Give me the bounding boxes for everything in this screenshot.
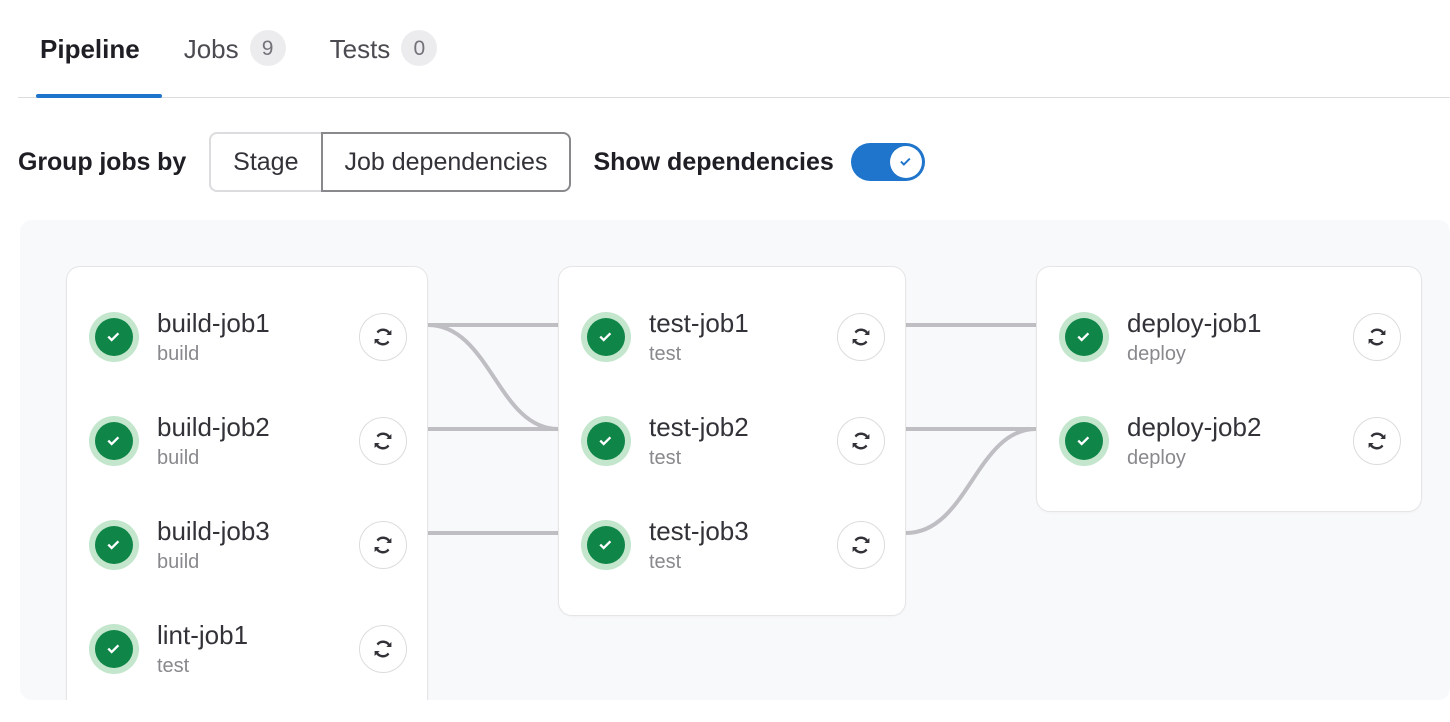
status-success-icon (1059, 416, 1109, 466)
job-row-deploy-job2[interactable]: deploy-job2 deploy (1037, 389, 1421, 493)
job-text: test-job2 test (649, 412, 837, 471)
job-group-card-build: build-job1 build build-job2 bu (66, 266, 428, 700)
tab-tests[interactable]: Tests 0 (308, 0, 460, 98)
show-dependencies-toggle[interactable] (851, 143, 925, 181)
group-jobs-by-label: Group jobs by (18, 148, 186, 177)
job-text: test-job1 test (649, 308, 837, 367)
group-by-job-dependencies-button[interactable]: Job dependencies (321, 132, 572, 192)
group-jobs-by-segmented-control: Stage Job dependencies (209, 132, 571, 192)
job-stage: test (157, 653, 359, 679)
check-icon (595, 534, 617, 556)
retry-icon-button[interactable] (1353, 417, 1401, 465)
retry-icon-button[interactable] (837, 417, 885, 465)
status-success-icon (89, 416, 139, 466)
pipeline-tab-bar: Pipeline Jobs 9 Tests 0 (0, 0, 1450, 98)
check-icon (103, 638, 125, 660)
job-row-test-job3[interactable]: test-job3 test (559, 493, 905, 597)
retry-icon-button[interactable] (837, 521, 885, 569)
retry-icon (849, 533, 873, 557)
retry-icon (371, 429, 395, 453)
job-stage: test (649, 445, 837, 471)
job-text: build-job3 build (157, 516, 359, 575)
check-icon (103, 430, 125, 452)
retry-icon (1365, 429, 1389, 453)
link-test-job3-deploy-job2 (906, 429, 1036, 533)
job-stage: build (157, 341, 359, 367)
job-row-test-job2[interactable]: test-job2 test (559, 389, 905, 493)
retry-icon (849, 325, 873, 349)
job-name: test-job2 (649, 412, 837, 443)
show-dependencies-label: Show dependencies (593, 148, 833, 177)
job-row-build-job1[interactable]: build-job1 build (67, 285, 427, 389)
job-stage: build (157, 549, 359, 575)
tab-pipeline-label: Pipeline (40, 30, 140, 68)
job-row-build-job2[interactable]: build-job2 build (67, 389, 427, 493)
retry-icon-button[interactable] (1353, 313, 1401, 361)
retry-icon-button[interactable] (359, 417, 407, 465)
job-text: lint-job1 test (157, 620, 359, 679)
job-stage: test (649, 341, 837, 367)
status-success-icon (89, 312, 139, 362)
job-name: build-job3 (157, 516, 359, 547)
retry-icon-button[interactable] (837, 313, 885, 361)
job-row-lint-job1[interactable]: lint-job1 test (67, 597, 427, 700)
job-stage: deploy (1127, 341, 1353, 367)
retry-icon-button[interactable] (359, 313, 407, 361)
check-icon (103, 534, 125, 556)
job-group-card-test: test-job1 test test-job2 test (558, 266, 906, 616)
group-by-stage-button[interactable]: Stage (209, 132, 322, 192)
job-row-test-job1[interactable]: test-job1 test (559, 285, 905, 389)
check-icon (595, 326, 617, 348)
retry-icon-button[interactable] (359, 625, 407, 673)
retry-icon (1365, 325, 1389, 349)
tab-jobs-badge: 9 (250, 30, 286, 66)
job-stage: build (157, 445, 359, 471)
tab-pipeline[interactable]: Pipeline (18, 0, 162, 98)
graph-controls: Group jobs by Stage Job dependencies Sho… (0, 98, 1450, 194)
retry-icon (849, 429, 873, 453)
job-text: deploy-job2 deploy (1127, 412, 1353, 471)
status-success-icon (581, 520, 631, 570)
job-stage: deploy (1127, 445, 1353, 471)
job-text: test-job3 test (649, 516, 837, 575)
job-row-build-job3[interactable]: build-job3 build (67, 493, 427, 597)
check-icon (103, 326, 125, 348)
retry-icon-button[interactable] (359, 521, 407, 569)
job-name: test-job1 (649, 308, 837, 339)
job-row-deploy-job1[interactable]: deploy-job1 deploy (1037, 285, 1421, 389)
toggle-knob (890, 146, 922, 178)
retry-icon (371, 325, 395, 349)
tab-jobs-label: Jobs (184, 30, 239, 68)
status-success-icon (89, 520, 139, 570)
job-text: build-job1 build (157, 308, 359, 367)
job-text: deploy-job1 deploy (1127, 308, 1353, 367)
job-name: deploy-job2 (1127, 412, 1353, 443)
retry-icon (371, 533, 395, 557)
status-success-icon (581, 416, 631, 466)
job-text: build-job2 build (157, 412, 359, 471)
job-group-card-deploy: deploy-job1 deploy deploy-job2 (1036, 266, 1422, 512)
status-success-icon (581, 312, 631, 362)
link-build-job1-test-job2 (428, 325, 558, 429)
retry-icon (371, 637, 395, 661)
job-stage: test (649, 549, 837, 575)
pipeline-graph-canvas: build-job1 build build-job2 bu (20, 220, 1450, 700)
status-success-icon (89, 624, 139, 674)
job-name: build-job1 (157, 308, 359, 339)
job-name: test-job3 (649, 516, 837, 547)
check-icon (1073, 430, 1095, 452)
tab-tests-label: Tests (330, 30, 391, 68)
check-icon (1073, 326, 1095, 348)
tab-tests-badge: 0 (401, 30, 437, 66)
check-icon (595, 430, 617, 452)
job-name: deploy-job1 (1127, 308, 1353, 339)
tab-jobs[interactable]: Jobs 9 (162, 0, 308, 98)
job-name: build-job2 (157, 412, 359, 443)
status-success-icon (1059, 312, 1109, 362)
job-name: lint-job1 (157, 620, 359, 651)
check-icon (896, 152, 916, 172)
